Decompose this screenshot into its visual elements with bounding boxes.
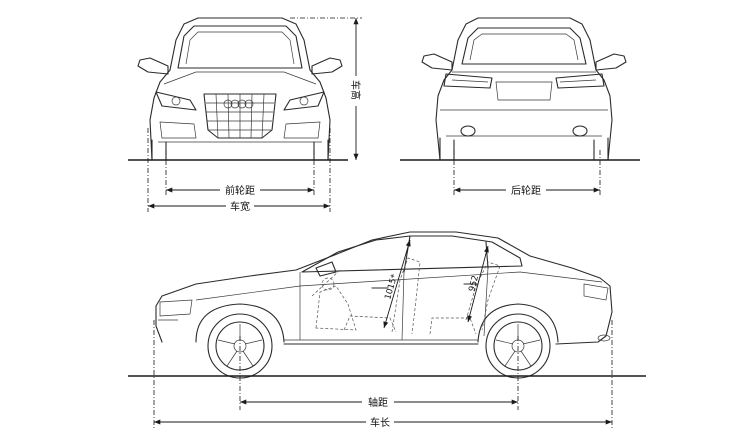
right-exhaust bbox=[572, 125, 588, 137]
front-track-label: 前轮距 bbox=[225, 184, 255, 197]
rear-left-mirror bbox=[421, 53, 453, 71]
side-view: 1015* 952 bbox=[155, 231, 613, 379]
side-dimensions: 轴距 车长 bbox=[153, 320, 613, 429]
front-view bbox=[137, 17, 343, 161]
right-mirror bbox=[311, 57, 343, 75]
front-right-tyre bbox=[313, 139, 329, 161]
rear-right-tyre bbox=[593, 137, 609, 161]
rear-headroom-label: 952 bbox=[467, 275, 481, 293]
left-mirror bbox=[137, 57, 169, 75]
side-mirror bbox=[315, 261, 337, 277]
left-exhaust bbox=[460, 125, 476, 137]
width-label: 车宽 bbox=[230, 200, 250, 213]
height-label: 车高 bbox=[349, 80, 362, 100]
length-label: 车长 bbox=[370, 416, 390, 429]
rear-view bbox=[421, 17, 627, 161]
front-dimensions: 前轮距 车宽 车高 bbox=[147, 17, 363, 213]
left-taillamp bbox=[443, 73, 493, 89]
rear-headroom-line bbox=[467, 245, 489, 323]
front-headroom-line bbox=[383, 239, 411, 329]
front-left-tyre bbox=[151, 139, 167, 161]
rear-left-tyre bbox=[439, 137, 455, 161]
right-headlight bbox=[283, 91, 325, 111]
rear-dimensions: 后轮距 bbox=[453, 150, 601, 197]
rear-right-mirror bbox=[595, 53, 627, 71]
audi-rings-logo bbox=[223, 99, 254, 109]
right-taillamp bbox=[555, 73, 605, 89]
left-headlight bbox=[155, 91, 197, 111]
wheelbase-label: 轴距 bbox=[368, 396, 388, 409]
rear-track-label: 后轮距 bbox=[511, 184, 541, 197]
